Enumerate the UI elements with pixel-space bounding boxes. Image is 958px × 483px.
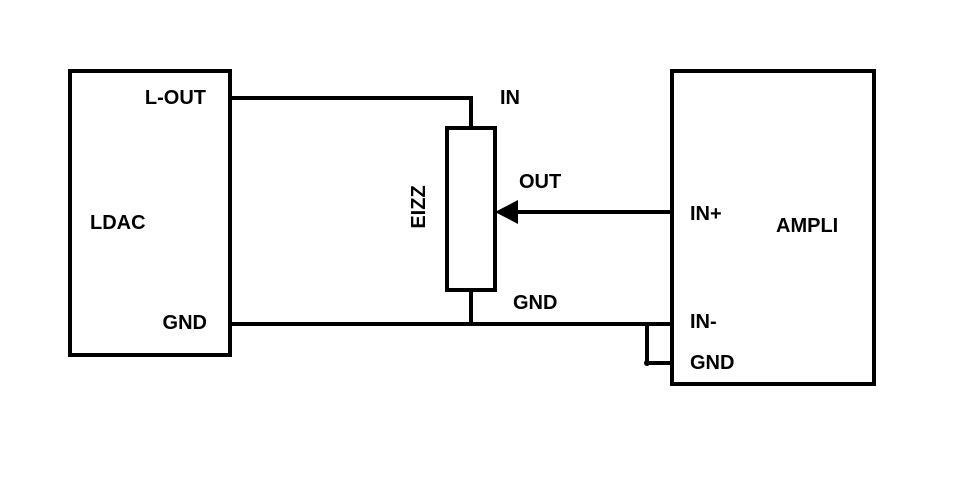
ampli-in-plus-label: IN+: [690, 203, 722, 225]
ampli-name-label: AMPLI: [776, 215, 838, 237]
pot-gnd-label: GND: [513, 292, 557, 314]
pot-in-label: IN: [500, 87, 520, 109]
ampli-box: [670, 69, 876, 386]
pot-out-label: OUT: [519, 171, 561, 193]
wiper-arrow-icon: [495, 200, 518, 224]
ampli-in-minus-label: IN-: [690, 311, 717, 333]
ldac-lout-label: L-OUT: [145, 87, 206, 109]
ldac-gnd-label: GND: [163, 312, 207, 334]
ldac-box: [68, 69, 232, 357]
wire-in-minus-to-amp-gnd: [645, 324, 672, 365]
ldac-name-label: LDAC: [90, 212, 146, 234]
potentiometer-body: [445, 126, 497, 292]
wire-lout-to-pot-in: [230, 96, 473, 128]
pot-name-label: EIZZ: [408, 185, 430, 228]
junction-dot: [644, 360, 650, 366]
ampli-gnd-label: GND: [690, 352, 734, 374]
